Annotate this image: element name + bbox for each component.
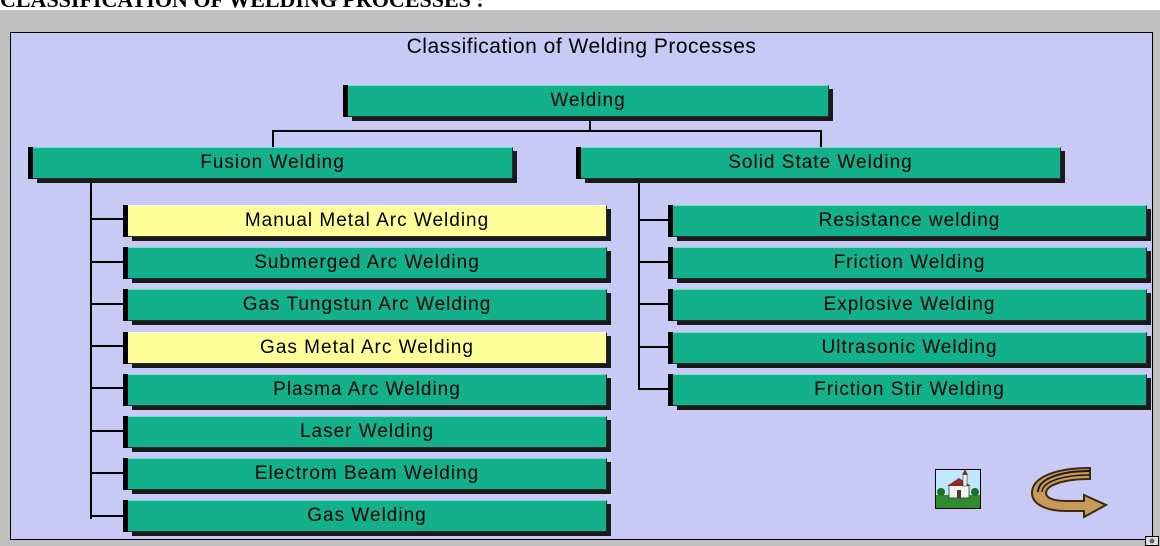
- solid-trunk: [638, 178, 640, 389]
- branch-fusion-welding: Fusion Welding: [33, 147, 513, 179]
- fusion-item: Gas Metal Arc Welding: [128, 332, 607, 364]
- solid-item: Friction Welding: [673, 247, 1147, 279]
- fusion-item: Gas Welding: [128, 500, 607, 532]
- connector-right-drop: [820, 130, 822, 148]
- picture-icon[interactable]: [935, 469, 981, 509]
- root-node: Welding: [348, 85, 829, 117]
- connector-root-down: [589, 117, 591, 131]
- solid-item: Resistance welding: [673, 205, 1147, 237]
- connector-left-drop: [272, 130, 274, 148]
- fusion-item: Submerged Arc Welding: [128, 247, 607, 279]
- fusion-trunk: [90, 178, 92, 519]
- return-arrow-icon[interactable]: [1026, 465, 1108, 519]
- diagram-title: Classification of Welding Processes: [11, 35, 1152, 59]
- fusion-item: Laser Welding: [128, 416, 607, 448]
- slide: Classification of Welding Processes Weld…: [10, 32, 1153, 540]
- connector-horizontal: [272, 130, 822, 132]
- fusion-item: Gas Tungstun Arc Welding: [128, 289, 607, 321]
- solid-item: Ultrasonic Welding: [673, 332, 1147, 364]
- fusion-item: Plasma Arc Welding: [128, 374, 607, 406]
- solid-item: Friction Stir Welding: [673, 374, 1147, 406]
- fusion-item: Electrom Beam Welding: [128, 458, 607, 490]
- branch-solid-state-welding: Solid State Welding: [581, 147, 1061, 179]
- settings-icon[interactable]: [1145, 536, 1159, 546]
- fusion-item: Manual Metal Arc Welding: [128, 205, 607, 237]
- solid-item: Explosive Welding: [673, 289, 1147, 321]
